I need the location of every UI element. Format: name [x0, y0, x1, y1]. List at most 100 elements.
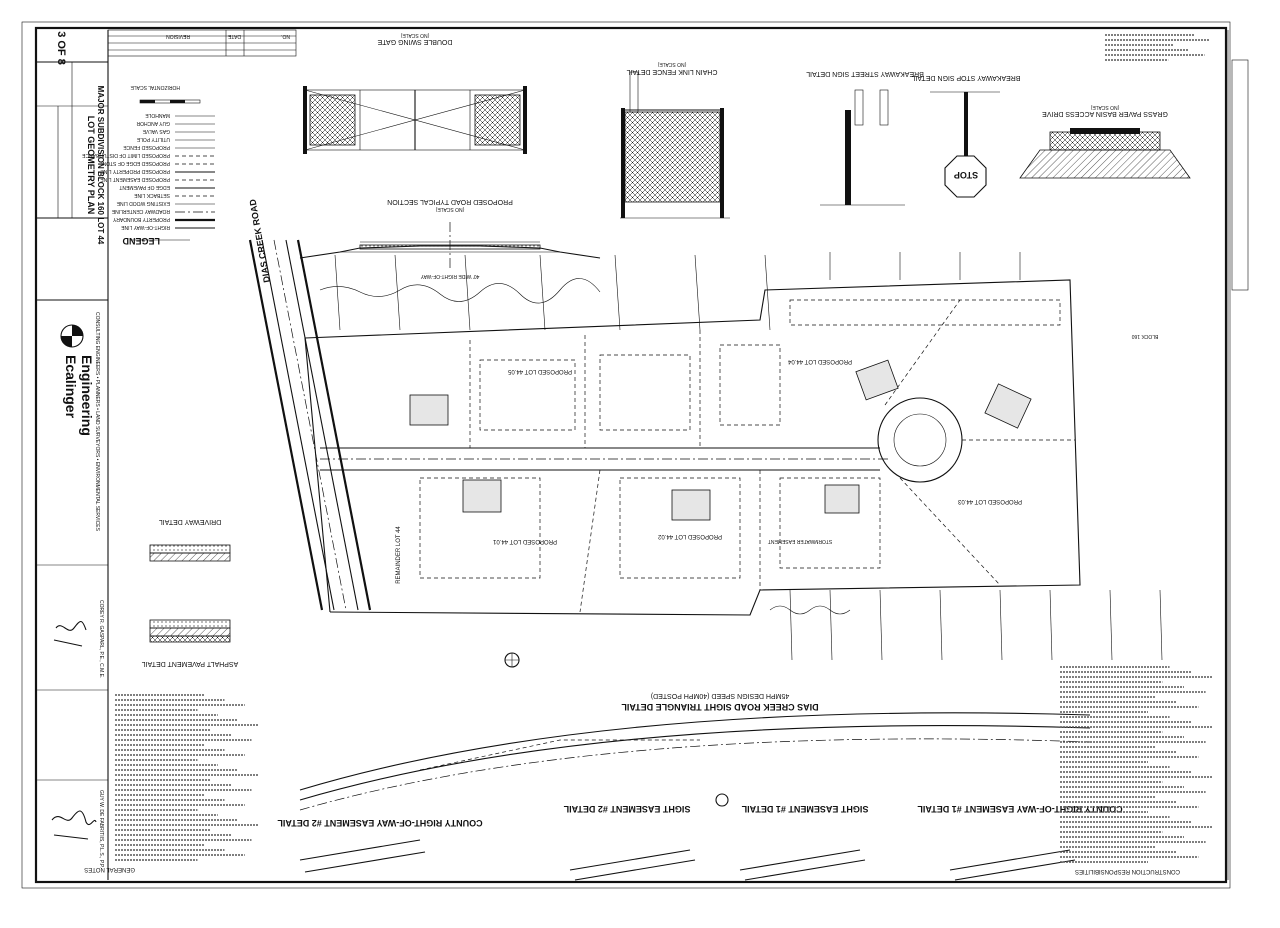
- lot-44-01-label: PROPOSED LOT 44.01: [492, 538, 557, 544]
- firm-name-1: Ecalinger: [63, 355, 79, 419]
- legend-item-label: PROPOSED PROPERTY LINE: [100, 168, 170, 174]
- scale-label: HORIZONTAL SCALE: [130, 84, 180, 90]
- row-easement-2-title: COUNTY RIGHT-OF-WAY EASEMENT #2 DETAIL: [277, 818, 483, 828]
- double-gate-detail: DOUBLE SWING GATE (NO SCALE): [303, 32, 527, 154]
- wood-line: [319, 278, 601, 304]
- sheet-title: LOT GEOMETRY PLAN: [86, 116, 96, 215]
- road-section-row: 40' WIDE RIGHT-OF-WAY: [420, 273, 479, 279]
- sight-easement-1-title: SIGHT EASEMENT #1 DETAIL: [741, 804, 868, 814]
- house-lot-44-04: [984, 383, 1032, 429]
- legend-item-label: GUY ANCHOR: [136, 120, 170, 126]
- street-sign-title: BREAKAWAY STREET SIGN DETAIL: [806, 70, 924, 77]
- legend-item: MANHOLE: [145, 112, 215, 118]
- rev-header-revision: REVISION: [166, 33, 190, 39]
- lot-44-02-label: PROPOSED LOT 44.02: [657, 533, 722, 539]
- legend-item-label: PROPOSED LIMIT OF DISTURBANCE: [81, 152, 170, 158]
- pavement-details: ASPHALT PAVEMENT DETAIL DRIVEWAY DETAIL: [142, 518, 239, 667]
- legend-item: EDGE OF PAVEMENT: [119, 184, 215, 190]
- road-section-title: PROPOSED ROAD TYPICAL SECTION: [387, 198, 513, 205]
- site-plan: DIAS CREEK ROAD: [247, 198, 1163, 807]
- sight-triangle-subtitle: 45MPH DESIGN SPEED (40MPH POSTED): [651, 692, 789, 699]
- legend-item: PROPOSED EASEMENT LINE: [100, 176, 215, 182]
- house-lot-44-01: [462, 479, 502, 513]
- basin-drive-scale: (NO SCALE): [1090, 104, 1119, 110]
- sheet-border: [34, 26, 1228, 884]
- basin-drive-detail: GRASS PAVER BASIN ACCESS DRIVE (NO SCALE…: [1019, 104, 1191, 179]
- remainder-lot-label: REMAINDER LOT 44: [396, 526, 402, 584]
- row-easement-1-title: COUNTY RIGHT-OF-WAY EASEMENT #1 DETAIL: [917, 804, 1123, 814]
- stop-sign-icon: [944, 155, 987, 198]
- lot-44-05-label: PROPOSED LOT 44.05: [507, 368, 572, 374]
- chain-fence-scale: (NO SCALE): [657, 61, 686, 67]
- construction-notes: CONSTRUCTION RESPONSIBILITIES: [1060, 666, 1213, 874]
- road-edge-2: [296, 239, 372, 611]
- firm-name-2: Engineering: [79, 355, 95, 436]
- general-notes: GENERAL NOTES: [84, 694, 259, 872]
- house-lot-44-03: [824, 484, 860, 514]
- legend-item: EXISTING WOOD LINE: [116, 200, 215, 206]
- asphalt-title: ASPHALT PAVEMENT DETAIL: [142, 660, 239, 667]
- rev-header-date: DATE: [227, 33, 241, 39]
- road-edge-1: [248, 239, 324, 611]
- top-right-notes: [1105, 30, 1249, 880]
- sheet-number: 3 OF 8: [55, 31, 67, 65]
- legend-item-label: MANHOLE: [145, 112, 170, 118]
- planner-signature: [51, 810, 97, 840]
- chain-fence-detail: CHAIN LINK FENCE DETAIL (NO SCALE): [620, 61, 730, 219]
- sheet-subtitle: MAJOR SUBDIVISION BLOCK 160 LOT 44: [96, 86, 105, 245]
- legend-item: PROPOSED LIMIT OF DISTURBANCE: [81, 152, 215, 158]
- double-gate-title: DOUBLE SWING GATE: [377, 38, 452, 45]
- house-lot-44-02: [671, 489, 711, 521]
- firm-services: CONSULTING ENGINEERS • PLANNERS • LAND S…: [94, 312, 100, 532]
- legend-item: GUY ANCHOR: [136, 120, 215, 126]
- legend-item-label: PROPOSED EASEMENT LINE: [100, 176, 170, 182]
- sight-triangle-detail: DIAS CREEK ROAD SIGHT TRIANGLE DETAIL 45…: [299, 692, 1091, 811]
- street-sign-detail: BREAKAWAY STREET SIGN DETAIL: [806, 70, 924, 206]
- stop-sign-text: STOP: [954, 170, 978, 180]
- legend-item: GAS VALVE: [142, 128, 215, 134]
- easement-details: COUNTY RIGHT-OF-WAY EASEMENT #2 DETAIL S…: [277, 804, 1123, 881]
- legend-item-label: RIGHT-OF-WAY LINE: [121, 224, 170, 230]
- legend-item-label: GAS VALVE: [142, 128, 170, 134]
- driveway-title: DRIVEWAY DETAIL: [159, 518, 221, 525]
- legend-item: PROPERTY BOUNDARY: [112, 216, 215, 222]
- legend-item-label: PROPOSED FENCE: [123, 144, 170, 150]
- legend-item: PROPOSED FENCE: [123, 144, 215, 150]
- legend-item-label: SETBACK LINE: [133, 192, 170, 198]
- rev-header-no: NO.: [281, 33, 290, 39]
- cul-de-sac: [877, 397, 963, 483]
- legend-item-label: PROPERTY BOUNDARY: [112, 216, 170, 222]
- property-boundary: [304, 279, 1081, 616]
- legend: LEGEND RIGHT-OF-WAY LINE PROPERTY BOUNDAR…: [81, 84, 215, 246]
- planner-name: GUY W. DE FABRITIIS, P.L.S., P.P.: [98, 790, 104, 868]
- stop-sign-title: BREAKAWAY STOP SIGN DETAIL: [911, 74, 1020, 81]
- sight-triangle-title: DIAS CREEK ROAD SIGHT TRIANGLE DETAIL: [621, 702, 819, 712]
- legend-title: LEGEND: [122, 236, 160, 246]
- legend-item-label: EXISTING WOOD LINE: [116, 200, 170, 206]
- legend-item: SETBACK LINE: [133, 192, 215, 198]
- legend-item: PROPOSED EDGE OF STONE: [99, 160, 215, 166]
- legend-item: PROPOSED PROPERTY LINE: [100, 168, 215, 174]
- basin-drive-title: GRASS PAVER BASIN ACCESS DRIVE: [1042, 110, 1168, 117]
- stop-sign-detail: STOP BREAKAWAY STOP SIGN DETAIL: [911, 74, 1020, 198]
- title-block: 3 OF 8 LOT GEOMETRY PLAN MAJOR SUBDIVISI…: [36, 30, 109, 880]
- legend-item: UTILITY POLE: [136, 136, 215, 142]
- outer-border: [21, 21, 1231, 889]
- legend-item: RIGHT-OF-WAY LINE: [121, 224, 215, 230]
- legend-item-label: EDGE OF PAVEMENT: [119, 184, 170, 190]
- road-section-scale: (NO SCALE): [435, 206, 464, 212]
- block-label: BLOCK 160: [1131, 333, 1158, 339]
- lot-44-04-label: PROPOSED LOT 44.04: [787, 358, 852, 364]
- house-lot-44: [409, 394, 449, 426]
- general-notes-title: GENERAL NOTES: [84, 866, 135, 872]
- road-section-detail: PROPOSED ROAD TYPICAL SECTION (NO SCALE)…: [299, 198, 601, 279]
- legend-item-label: ROADWAY CENTERLINE: [111, 208, 170, 214]
- revision-table: NO. DATE REVISION: [107, 29, 297, 57]
- stormwater-label: STORMWATER EASEMENT: [768, 538, 832, 544]
- engineer-name: COREY R. GASPARL, P.E., C.M.E.: [98, 600, 104, 678]
- legend-item-label: UTILITY POLE: [136, 136, 170, 142]
- sight-easement-2-title: SIGHT EASEMENT #2 DETAIL: [563, 804, 690, 814]
- double-gate-scale: (NO SCALE): [400, 32, 429, 38]
